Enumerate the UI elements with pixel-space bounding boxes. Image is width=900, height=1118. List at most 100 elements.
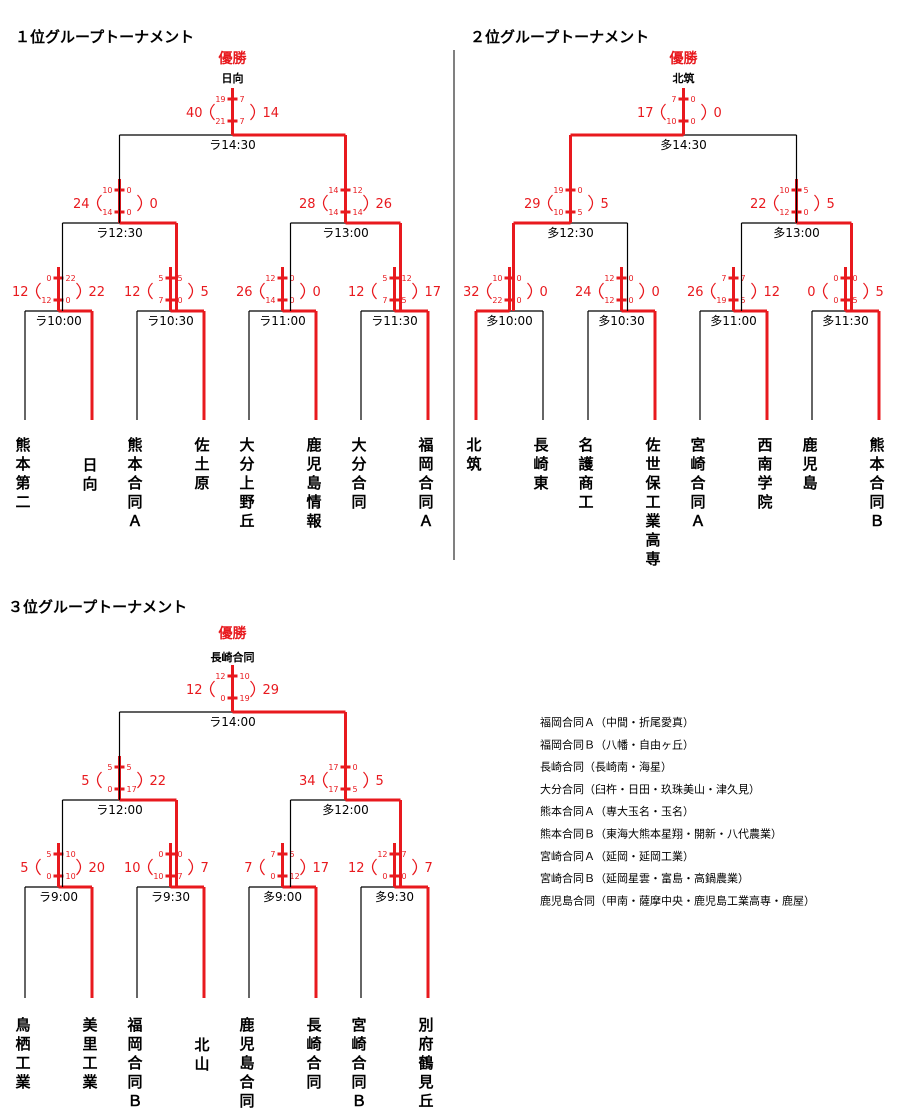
team-name: 日向 <box>82 456 97 493</box>
total-score-right: 14 <box>263 106 280 121</box>
match-time: ラ12:30 <box>96 226 143 240</box>
half-score-right: 5 <box>127 763 132 772</box>
match-time: 多9:30 <box>375 890 414 904</box>
half-score-left: 12 <box>604 296 614 305</box>
paren-right <box>814 194 820 212</box>
paren-left <box>822 282 828 300</box>
half-score-left: 12 <box>215 672 225 681</box>
total-score-right: 5 <box>601 197 609 212</box>
half-score-right: 10 <box>66 872 76 881</box>
team-note: 熊本合同Ｂ（東海大熊本星翔・開新・八代農業） <box>540 827 782 841</box>
match-time: 多11:00 <box>710 314 757 328</box>
half-score-right: 0 <box>853 274 858 283</box>
match-time: ラ11:30 <box>371 314 418 328</box>
match-time: 多14:30 <box>660 138 707 152</box>
half-score-left: 21 <box>215 117 225 126</box>
half-score-left: 5 <box>46 850 51 859</box>
paren-right <box>527 282 533 300</box>
total-score-right: 5 <box>376 774 384 789</box>
half-score-left: 7 <box>270 850 275 859</box>
half-score-right: 0 <box>804 208 809 217</box>
team-name: 大分上野丘 <box>239 436 254 530</box>
half-score-left: 5 <box>107 763 112 772</box>
total-score-left: 24 <box>73 197 90 212</box>
team-name: 宮崎合同Ｂ <box>350 1016 367 1110</box>
total-score-left: 28 <box>299 197 316 212</box>
match-time: 多12:00 <box>322 803 369 817</box>
half-score-left: 12 <box>41 296 51 305</box>
match-time: 多11:30 <box>822 314 869 328</box>
team-name: 名護商工 <box>578 436 594 511</box>
team-note: 熊本合同Ａ（専大玉名・玉名） <box>540 804 694 818</box>
team-note: 大分合同（臼杵・日田・玖珠美山・津久見） <box>540 782 760 796</box>
half-score-right: 5 <box>353 785 358 794</box>
total-score-right: 22 <box>89 285 106 300</box>
champion-name: 長崎合同 <box>211 650 255 664</box>
total-score-left: 7 <box>244 861 252 876</box>
total-score-right: 0 <box>540 285 548 300</box>
paren-left <box>96 194 102 212</box>
team-note: 宮崎合同Ａ（延岡・延岡工業） <box>540 849 694 863</box>
team-name: 西南学院 <box>757 436 772 511</box>
paren-left <box>322 194 328 212</box>
total-score-right: 7 <box>425 861 433 876</box>
total-score-left: 29 <box>524 197 541 212</box>
total-score-right: 0 <box>150 197 158 212</box>
half-score-right: 7 <box>178 872 183 881</box>
total-score-left: 0 <box>807 285 815 300</box>
total-score-right: 29 <box>263 683 280 698</box>
half-score-left: 0 <box>382 872 387 881</box>
paren-right <box>250 680 256 698</box>
half-score-right: 14 <box>353 208 363 217</box>
total-score-left: 26 <box>236 285 253 300</box>
match-time: ラ9:00 <box>39 890 78 904</box>
team-note: 福岡合同Ａ（中間・折尾愛真） <box>540 715 694 729</box>
total-score-left: 34 <box>299 774 316 789</box>
half-score-right: 0 <box>402 872 407 881</box>
total-score-left: 32 <box>463 285 480 300</box>
total-score-left: 40 <box>186 106 203 121</box>
half-score-left: 14 <box>265 296 275 305</box>
match-time: ラ9:30 <box>151 890 190 904</box>
total-score-right: 17 <box>313 861 330 876</box>
half-score-right: 0 <box>127 208 132 217</box>
team-note: 長崎合同（長崎南・海星） <box>540 760 672 774</box>
total-score-right: 12 <box>764 285 781 300</box>
match-time: 多12:30 <box>547 226 594 240</box>
paren-right <box>363 771 369 789</box>
team-name: 鹿児島 <box>801 436 817 492</box>
paren-left <box>598 282 604 300</box>
paren-right <box>863 282 869 300</box>
half-score-left: 14 <box>328 186 338 195</box>
paren-left <box>35 858 41 876</box>
total-score-left: 12 <box>12 285 29 300</box>
half-score-left: 10 <box>492 274 502 283</box>
match-time: ラ10:30 <box>147 314 194 328</box>
half-score-left: 0 <box>46 274 51 283</box>
team-name: 熊本合同Ｂ <box>868 436 885 530</box>
total-score-left: 5 <box>81 774 89 789</box>
paren-right <box>76 858 82 876</box>
paren-left <box>96 771 102 789</box>
team-name: 熊本第二 <box>15 436 30 511</box>
half-score-right: 5 <box>853 296 858 305</box>
paren-left <box>660 103 666 121</box>
match-time: ラ11:00 <box>259 314 306 328</box>
team-name: 佐世保工業高専 <box>644 436 661 568</box>
total-score-left: 12 <box>186 683 203 698</box>
half-score-right: 19 <box>240 694 250 703</box>
team-name: 北筑 <box>465 436 481 473</box>
team-name: 鹿児島合同 <box>238 1016 255 1110</box>
half-score-right: 0 <box>290 296 295 305</box>
paren-left <box>259 282 265 300</box>
paren-right <box>137 771 143 789</box>
match-time: 多10:30 <box>598 314 645 328</box>
paren-right <box>76 282 82 300</box>
paren-left <box>209 680 215 698</box>
half-score-left: 5 <box>382 274 387 283</box>
half-score-right: 5 <box>741 296 746 305</box>
total-score-right: 22 <box>150 774 167 789</box>
match-time: ラ10:00 <box>35 314 82 328</box>
